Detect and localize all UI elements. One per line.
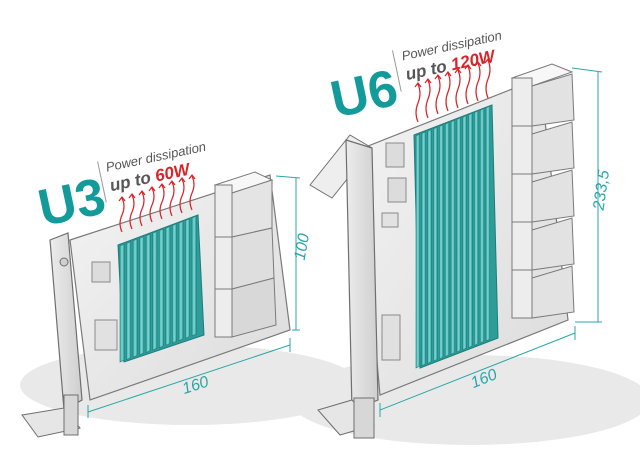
u3-heat-wave <box>129 194 135 230</box>
u6-heatsink-fin <box>444 121 450 358</box>
u6-connector-front <box>511 125 533 175</box>
u3-heat-wave-tip <box>128 193 136 199</box>
u3-heatsink-fin <box>172 223 177 344</box>
u3-heat-wave-tip <box>138 190 146 196</box>
u3-heatsink-fin <box>152 230 158 351</box>
u6-connector-front <box>511 77 533 127</box>
u6-heatsink-fin <box>474 110 479 346</box>
u3-heat-wave-tip <box>148 186 156 192</box>
u3-front-panel <box>21 232 83 438</box>
u3-dimensions <box>87 175 301 418</box>
u3-heat-wave-tip <box>158 183 166 189</box>
u6-heat-wave-tip <box>454 68 462 74</box>
u6-heat-wave-tip <box>424 78 432 84</box>
u3-heat-wave <box>169 181 175 217</box>
u6-connector-side <box>531 217 575 271</box>
u3-screw <box>59 257 69 267</box>
u3-heat-wave <box>149 187 155 223</box>
u6-heatsink-fin <box>462 114 467 351</box>
u6-title: U6 <box>326 59 403 130</box>
u6-connector-front <box>511 269 533 319</box>
u3-heatsink-fin <box>145 233 151 354</box>
u3-heat-wave <box>189 175 195 211</box>
u3-chip <box>91 261 111 283</box>
u6-heat-wave <box>455 69 461 109</box>
u3-heat-wave <box>139 191 145 227</box>
u6-chip <box>381 212 399 228</box>
u3-heatsink-fin <box>185 218 190 339</box>
u3-heat-wave-tip <box>188 174 196 180</box>
u6-dimensions <box>379 67 603 417</box>
u6-heat-wave-tip <box>484 58 492 64</box>
u6-heatsink-fin <box>421 131 426 367</box>
u6-connector-side <box>531 73 575 127</box>
card-u6 <box>309 58 603 439</box>
u6-heatsink-fin <box>456 117 461 353</box>
u6-heatsink-fin <box>415 133 421 369</box>
u6-heatsink-fin <box>439 124 444 360</box>
u6-heatsink-fin <box>433 126 438 362</box>
u3-title: U3 <box>33 167 110 238</box>
u3-heat-wave-tip <box>168 180 176 186</box>
u6-heatsink-fin <box>479 107 485 344</box>
u6-heat-wave <box>445 72 451 112</box>
u3-heat-wave-tip <box>118 196 126 202</box>
u6-heat-wave-tip <box>444 71 452 77</box>
u6-heatsink-fin <box>468 112 473 349</box>
u6-chip <box>387 177 407 203</box>
u3-heat-waves <box>118 174 196 233</box>
u3-height-label: 100 <box>292 232 313 261</box>
u3-chip <box>94 319 118 351</box>
u3-heatsink-fin <box>165 225 171 346</box>
u6-connectors <box>510 63 575 319</box>
u6-heat-wave <box>465 65 471 105</box>
u3-heat-wave <box>159 184 165 220</box>
u3-label-group: U3 Power dissipation up to 60W <box>33 139 207 238</box>
u3-heat-wave <box>179 178 185 214</box>
u3-heatsink-fin <box>139 235 145 356</box>
u6-heat-wave-tip <box>474 61 482 67</box>
u6-heat-wave <box>425 79 431 119</box>
u6-connector-side <box>531 169 575 223</box>
u3-heatsink-fin <box>158 228 164 349</box>
u6-heat-wave <box>475 62 481 102</box>
u6-heatsink <box>413 104 499 369</box>
u6-chip <box>381 314 401 361</box>
u6-connector-side <box>531 121 575 175</box>
u3-heatsink-fin <box>119 243 125 363</box>
u3-connectors <box>213 171 277 338</box>
u6-heat-wave-tip <box>414 82 422 88</box>
u6-heat-wave <box>485 59 491 99</box>
u6-height-label: 233,5 <box>591 169 614 212</box>
u6-heatsink-fin <box>427 128 432 364</box>
u3-heatsink-fin <box>132 238 138 358</box>
u6-heatsink-fin <box>450 119 456 355</box>
u6-heat-wave <box>435 75 441 115</box>
u3-heatsink-fin <box>191 215 197 337</box>
u6-heat-waves <box>414 58 492 123</box>
u3-heatsink-fin <box>178 220 184 342</box>
u3-heatsink <box>117 214 205 363</box>
u3-heat-wave-tip <box>178 177 186 183</box>
u6-front-panel <box>309 134 379 439</box>
u6-connector-front <box>511 221 533 271</box>
u6-connector-front <box>511 173 533 223</box>
u6-heat-wave-tip <box>464 64 472 70</box>
u6-chip <box>385 142 405 168</box>
u6-connector-side <box>531 265 575 319</box>
u3-heatsink-fin <box>126 240 132 361</box>
u6-heatsink-fin <box>485 105 491 342</box>
u6-heat-wave-tip <box>434 74 442 80</box>
u6-heat-wave <box>415 83 421 123</box>
u3-heat-wave <box>119 197 125 233</box>
card-u3 <box>21 171 301 438</box>
